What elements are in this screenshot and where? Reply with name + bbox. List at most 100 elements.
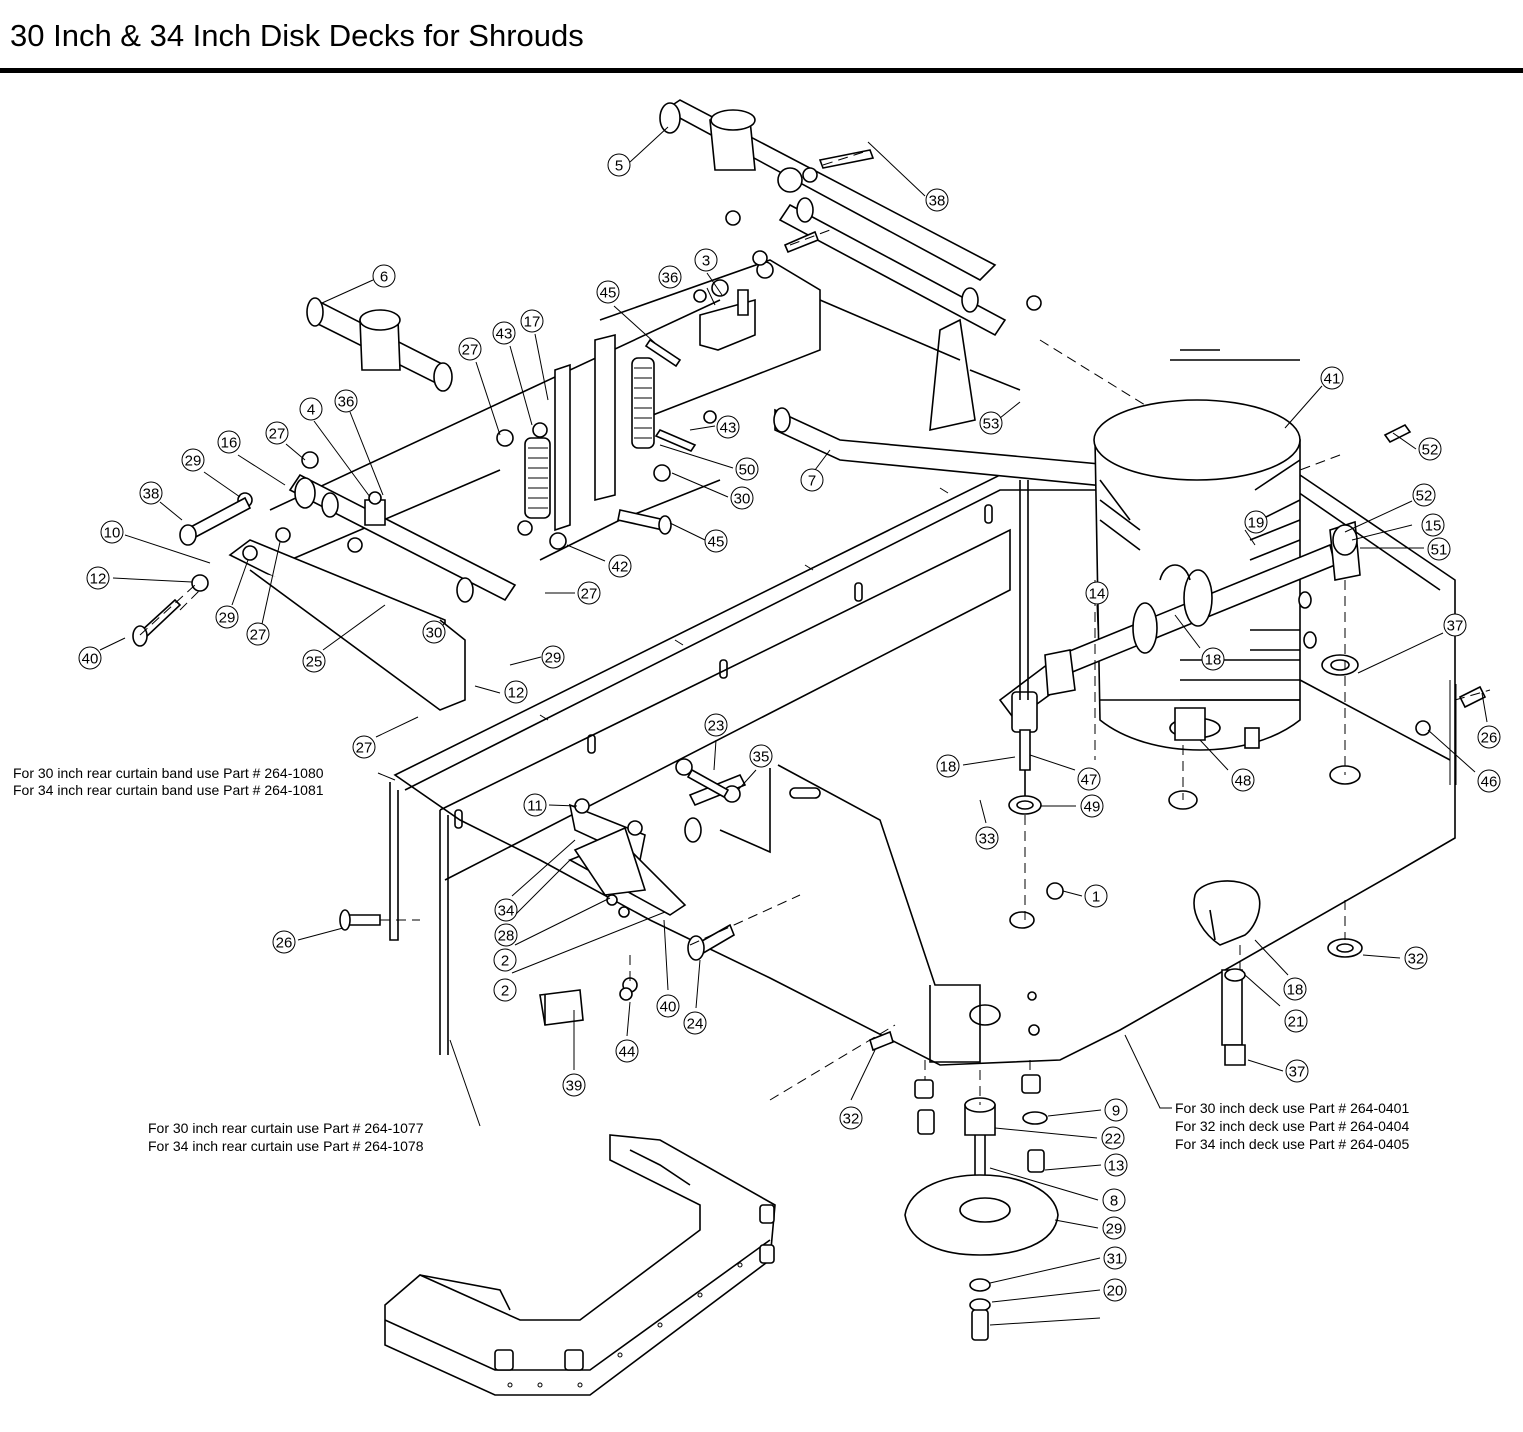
callout-circle [979, 411, 1003, 435]
leader-lines [99, 126, 1488, 1326]
callout-circle [299, 397, 323, 421]
callout-13: 13 [1104, 1153, 1128, 1177]
callout-circle [1404, 946, 1428, 970]
callout-label: 39 [566, 1078, 583, 1095]
callout-circle [704, 713, 728, 737]
callout-label: 15 [1425, 518, 1442, 535]
callout-label: 18 [1287, 982, 1304, 999]
callout-11: 11 [523, 793, 547, 817]
knob [1193, 880, 1261, 1066]
left-adjust-rod [132, 451, 517, 647]
callout-circle [1477, 725, 1501, 749]
callout-label: 25 [306, 654, 323, 671]
callout-38: 38 [925, 188, 949, 212]
callout-43: 43 [716, 415, 740, 439]
callout-label: 29 [1106, 1221, 1123, 1238]
callout-label: 47 [1081, 772, 1098, 789]
callout-label: 29 [545, 650, 562, 667]
callout-label: 36 [338, 394, 355, 411]
callout-label: 17 [524, 314, 541, 331]
callout-8: 8 [1102, 1188, 1126, 1212]
callout-19: 19 [1244, 510, 1268, 534]
callout-circle [607, 153, 631, 177]
callout-label: 36 [662, 270, 679, 287]
callout-label: 46 [1481, 774, 1498, 791]
callout-circle [716, 415, 740, 439]
callout-15: 15 [1421, 513, 1445, 537]
callout-37: 37 [1285, 1059, 1309, 1083]
callout-circle [1077, 767, 1101, 791]
callout-21: 21 [1284, 1009, 1308, 1033]
callout-31: 31 [1103, 1246, 1127, 1270]
callout-circle [1084, 884, 1108, 908]
callout-label: 49 [1084, 799, 1101, 816]
callout-circle [494, 898, 518, 922]
deck-frame [228, 259, 1021, 711]
callout-label: 13 [1108, 1158, 1125, 1175]
callout-circle [1477, 769, 1501, 793]
callout-circle [1104, 1098, 1128, 1122]
callout-label: 27 [269, 426, 286, 443]
callout-label: 2 [501, 953, 509, 970]
callout-27: 27 [246, 622, 270, 646]
callout-label: 37 [1289, 1064, 1306, 1081]
callout-18: 18 [1283, 977, 1307, 1001]
callout-circle [1283, 977, 1307, 1001]
callout-label: 42 [612, 559, 629, 576]
callout-7: 7 [800, 468, 824, 492]
callout-label: 2 [501, 983, 509, 1000]
callout-circle [1080, 794, 1104, 818]
callout-circle [1104, 1153, 1128, 1177]
callout-29: 29 [181, 448, 205, 472]
callout-label: 43 [496, 326, 513, 343]
callout-label: 10 [104, 525, 121, 542]
callout-29: 29 [215, 605, 239, 629]
callout-circle [493, 978, 517, 1002]
callout-circle [458, 337, 482, 361]
callout-label: 30 [734, 491, 751, 508]
callout-label: 3 [702, 253, 710, 270]
callout-4: 4 [299, 397, 323, 421]
callout-1: 1 [1084, 884, 1108, 908]
callout-label: 18 [940, 759, 957, 776]
callout-circle [839, 1106, 863, 1130]
callout-33: 33 [975, 826, 999, 850]
callout-30: 30 [422, 620, 446, 644]
callout-label: 26 [1481, 730, 1498, 747]
callout-circle [730, 486, 754, 510]
callout-circle [504, 680, 528, 704]
callout-circle [1427, 537, 1451, 561]
callout-30: 30 [730, 486, 754, 510]
callout-42: 42 [608, 554, 632, 578]
callout-label: 50 [739, 462, 756, 479]
callout-24: 24 [683, 1011, 707, 1035]
callout-label: 11 [527, 798, 543, 815]
callout-circle [302, 649, 326, 673]
callout-label: 14 [1089, 586, 1106, 603]
callout-17: 17 [520, 309, 544, 333]
callout-label: 44 [619, 1044, 636, 1061]
callout-label: 51 [1431, 542, 1448, 559]
bracket-3 [693, 230, 820, 351]
callout-53: 53 [979, 411, 1003, 435]
callout-label: 45 [600, 285, 617, 302]
callout-circle [215, 605, 239, 629]
callout-label: 32 [843, 1111, 860, 1128]
callout-label: 1 [1092, 889, 1100, 906]
callout-6: 6 [372, 264, 396, 288]
callout-label: 43 [720, 420, 737, 437]
callout-9: 9 [1104, 1098, 1128, 1122]
callout-23: 23 [704, 713, 728, 737]
callout-40: 40 [78, 646, 102, 670]
callout-label: 6 [380, 269, 388, 286]
callout-44: 44 [615, 1039, 639, 1063]
callout-49: 49 [1080, 794, 1104, 818]
note-rear-curtain-34: For 34 inch rear curtain use Part # 264-… [148, 1138, 424, 1154]
callout-circle [936, 754, 960, 778]
note-rear-curtain-30: For 30 inch rear curtain use Part # 264-… [148, 1120, 424, 1136]
callout-12: 12 [504, 680, 528, 704]
page-title: 30 Inch & 34 Inch Disk Decks for Shrouds [10, 18, 584, 53]
callout-5: 5 [607, 153, 631, 177]
callout-16: 16 [217, 430, 241, 454]
